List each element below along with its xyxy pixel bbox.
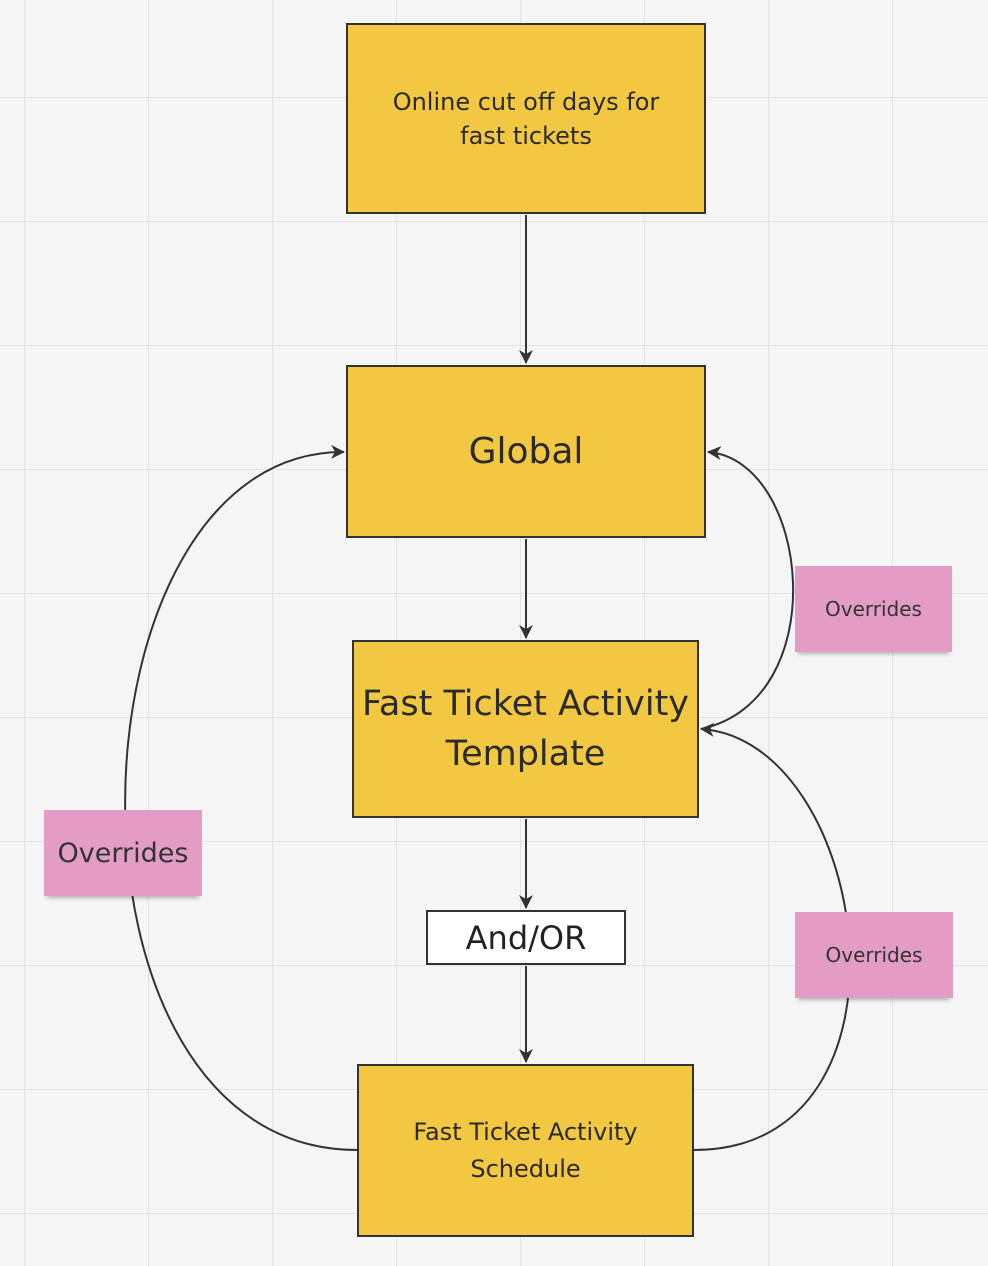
sticky-label: Overrides xyxy=(825,597,922,621)
and-or-label: And/OR xyxy=(465,918,587,957)
overrides-sticky-note-right-top[interactable]: Overrides xyxy=(795,566,952,652)
curve-template-to-global xyxy=(700,446,794,730)
overrides-sticky-note-right-bottom[interactable]: Overrides xyxy=(795,912,953,998)
curve-schedule-to-global xyxy=(124,444,358,1151)
schedule-label: Fast Ticket Activity Schedule xyxy=(413,1117,638,1183)
online-cutoff-box[interactable]: Online cut off days for fast tickets xyxy=(346,23,706,214)
sticky-label: Overrides xyxy=(825,943,923,967)
fast-ticket-activity-schedule-box[interactable]: Fast Ticket Activity Schedule xyxy=(357,1064,694,1237)
template-label: Fast Ticket Activity Template xyxy=(362,684,690,774)
and-or-connector-box[interactable]: And/OR xyxy=(426,910,626,965)
online-cutoff-label: Online cut off days for fast tickets xyxy=(392,87,660,150)
global-box[interactable]: Global xyxy=(346,365,706,538)
overrides-sticky-note-left[interactable]: Overrides xyxy=(44,810,202,896)
fast-ticket-activity-template-box[interactable]: Fast Ticket Activity Template xyxy=(352,640,699,818)
global-label: Global xyxy=(468,431,584,472)
sticky-label: Overrides xyxy=(57,837,189,869)
